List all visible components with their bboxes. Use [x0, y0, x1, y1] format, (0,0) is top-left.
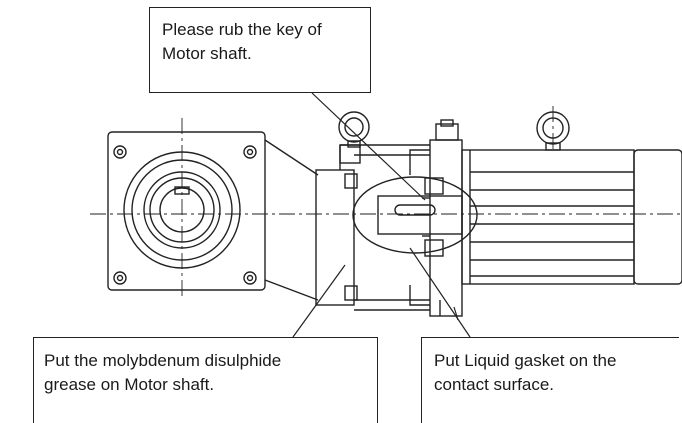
leader-lines — [292, 92, 471, 338]
centerlines — [90, 106, 682, 300]
callout-rub-key-line-2: Motor shaft. — [162, 44, 252, 63]
callout-grease-line-2: grease on Motor shaft. — [44, 375, 215, 394]
callout-liquid-gasket-line-1: Put Liquid gasket on the — [434, 351, 617, 370]
eye-bolt-left — [338, 111, 370, 148]
gearbox-flange — [107, 131, 319, 301]
callout-rub-key: Please rub the key of Motor shaft. — [149, 7, 371, 93]
callout-grease-line-1: Put the molybdenum disulphide — [44, 351, 282, 370]
intermediate-housing — [315, 144, 430, 311]
motor-body — [461, 149, 682, 285]
motor-shaft — [352, 176, 478, 254]
callout-liquid-gasket-line-2: contact surface. — [434, 375, 555, 394]
callout-liquid-gasket: Put Liquid gasket on the contact surface… — [421, 337, 679, 423]
callout-rub-key-line-1: Please rub the key of — [162, 20, 322, 39]
callout-grease: Put the molybdenum disulphide grease on … — [33, 337, 378, 423]
